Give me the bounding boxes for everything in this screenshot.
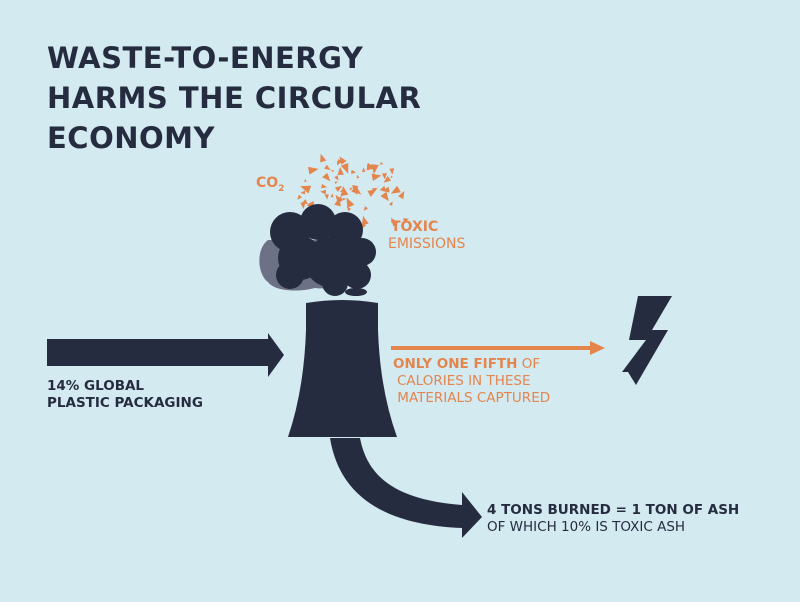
toxic-emissions-label: TOXIC EMISSIONS [388,219,466,252]
input-arrow [47,333,284,377]
emission-particle [300,185,312,194]
emission-particle [382,186,390,193]
emission-particle [351,185,362,195]
emission-particle [390,217,399,227]
emission-particle [300,202,306,209]
title-line: HARMS THE CIRCULAR [47,81,422,115]
emission-particle [389,201,393,206]
ash-arrow [330,438,482,538]
emission-particle [361,223,367,229]
emission-particle [321,183,328,189]
title-line: ECONOMY [47,121,216,155]
emission-particle [380,191,389,202]
emission-particle [340,162,349,174]
emission-particle [390,185,401,194]
page-title: WASTE-TO-ENERGY HARMS THE CIRCULAR ECONO… [47,38,421,158]
emission-particle [309,168,313,171]
emission-particle [302,199,309,205]
emission-particle [304,178,307,182]
emission-particle [322,172,331,182]
emission-particle [334,185,343,192]
emission-particle [379,185,387,191]
emission-particle [320,189,326,195]
emission-particle [349,187,353,191]
emission-particle [300,190,306,195]
emission-particle [390,175,393,179]
energy-arrow [391,341,605,355]
emission-particle [371,173,382,181]
emission-particle [366,164,375,171]
emission-particle [379,161,384,165]
title-line: WASTE-TO-ENERGY [47,41,364,75]
emission-particle [383,176,392,183]
cooling-tower-icon [288,300,397,437]
emission-particle [346,206,352,212]
emission-particle [334,197,341,207]
emission-particle [356,174,360,179]
ash-label: 4 TONS BURNED = 1 TON OF ASH OF WHICH 10… [487,502,740,535]
emission-particle [342,197,347,201]
emission-particle [362,167,366,172]
emission-particle [389,168,395,175]
emission-particle [381,173,387,180]
emission-particle [334,175,339,181]
emission-particle [350,169,357,174]
emission-particle [334,181,338,185]
emission-particle [398,191,405,200]
emission-particle [297,194,303,200]
emission-particle [340,185,349,196]
emission-particle [337,166,344,176]
emission-particle [346,197,355,209]
lightning-bolt-icon [622,296,672,385]
emission-particle [363,206,368,211]
emission-particle [330,193,334,198]
emission-particle [402,218,409,223]
co2-label: CO2 [256,175,285,194]
emission-particle [361,215,369,226]
energy-label: ONLY ONE FIFTH OF CALORIES IN THESE MATE… [393,356,551,406]
emission-particle [324,194,329,200]
emission-particle [320,153,327,163]
smoke-cloud-icon [259,204,376,296]
emission-particle [367,189,377,197]
emission-particle [331,169,335,173]
emission-particle [308,166,319,175]
emission-particle [324,164,331,171]
emission-particle [337,159,345,165]
